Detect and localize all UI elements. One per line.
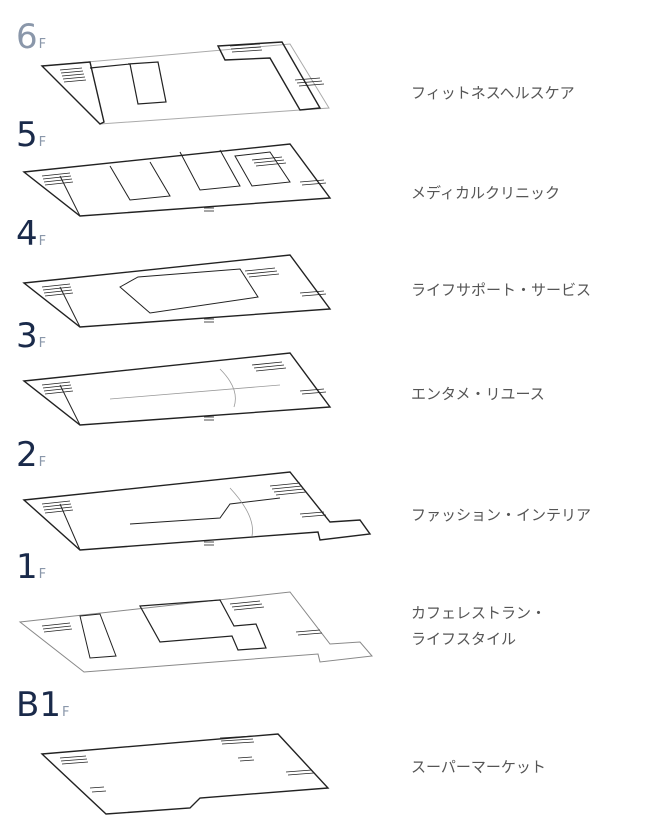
category-line: フィットネスヘルスケア [411,84,575,102]
floor-6f: 6F フィットネスヘルスケア [0,0,659,125]
floor-b1f: B1F スーパーマーケット [0,684,659,835]
floor-category-6f: フィットネスヘルスケア [411,80,575,106]
floor-category-3f: エンタメ・リユース [411,381,545,407]
floor-label-3f: 3F [16,319,46,353]
floor-category-1f: カフェレストラン・ ライフスタイル [411,600,546,652]
floor-category-4f: ライフサポート・サービス [411,277,591,303]
floor-category-2f: ファッション・インテリア [411,502,591,528]
floor-label-5f: 5F [16,118,46,152]
floor-plan-b1f[interactable] [20,730,340,820]
floor-suffix: F [38,135,47,150]
category-line: カフェレストラン・ [411,604,547,622]
floor-label-2f: 2F [16,438,46,472]
floor-5f: 5F メディカルクリニック [0,112,659,222]
floor-category-b1f: スーパーマーケット [411,754,546,780]
floor-number: 6 [16,17,38,57]
floor-plan-2f[interactable] [20,468,380,554]
category-line: ライフサポート・サービス [411,281,592,299]
category-line: ファッション・インテリア [411,506,592,524]
floor-suffix: F [38,336,47,351]
floor-number: 1 [16,547,38,587]
category-line: メディカルクリニック [411,184,560,202]
floor-4f: 4F ライフサポート・サービス [0,213,659,328]
floor-label-6f: 6F [16,20,46,54]
floor-suffix: F [38,37,47,52]
floor-plan-5f[interactable] [20,140,340,220]
floor-plan-6f[interactable] [20,38,340,128]
floor-plan-4f[interactable] [20,251,340,331]
floor-plan-3f[interactable] [20,349,340,429]
floor-number: B1 [16,685,61,725]
category-line: ライフスタイル [411,630,517,648]
floor-label-1f: 1F [16,550,46,584]
floor-category-5f: メディカルクリニック [411,180,560,206]
floor-suffix: F [38,234,47,249]
floor-2f: 2F ファッション・インテリア [0,434,659,551]
floor-suffix: F [61,705,70,720]
floor-number: 5 [16,115,38,155]
floor-1f: 1F カフェレストラン・ ライフスタイル [0,546,659,676]
floor-label-b1f: B1F [16,688,69,722]
floor-label-4f: 4F [16,217,46,251]
floor-plan-1f[interactable] [18,586,380,676]
floor-3f: 3F エンタメ・リユース [0,313,659,426]
category-line: エンタメ・リユース [411,385,545,403]
floor-suffix: F [38,567,47,582]
floor-suffix: F [38,455,47,470]
category-line: スーパーマーケット [411,758,546,776]
floor-number: 4 [16,214,38,254]
floor-number: 2 [16,435,38,475]
floor-number: 3 [16,316,38,356]
